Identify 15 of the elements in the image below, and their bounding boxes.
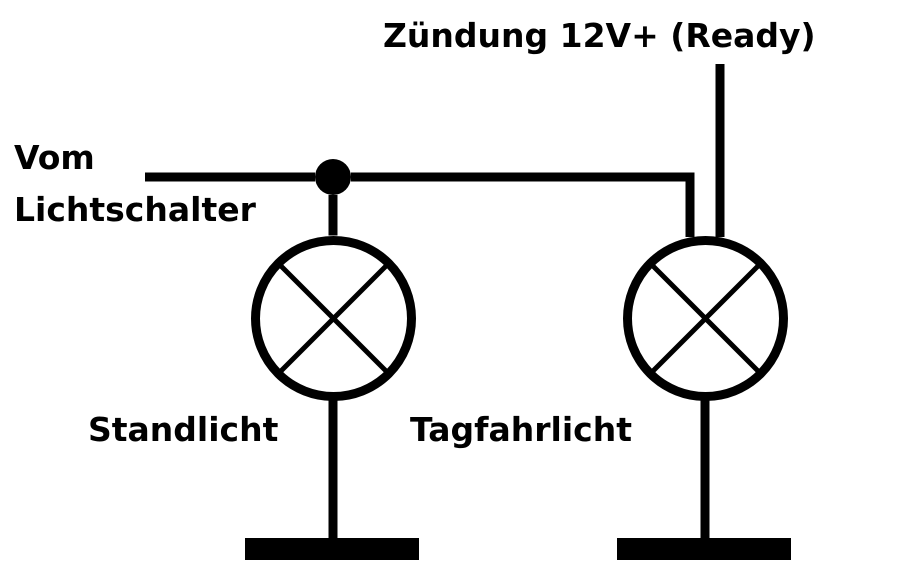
terminal-label: Zündung 12V+ (Ready) [383,10,816,62]
wire [328,195,338,236]
wire [716,64,724,237]
wire-label: Vom Lichtschalter [14,132,314,236]
wire [145,172,315,182]
wire [700,400,710,538]
lamp-symbol [250,236,416,400]
junction-dot [315,159,351,195]
wire [351,172,694,237]
lamp-symbol [622,236,788,400]
lamp-label: Tagfahrlicht [410,409,632,451]
wire [328,400,338,538]
ground-bar [617,538,791,560]
ground-bar [245,538,419,560]
lamp-label: Standlicht [88,409,278,451]
